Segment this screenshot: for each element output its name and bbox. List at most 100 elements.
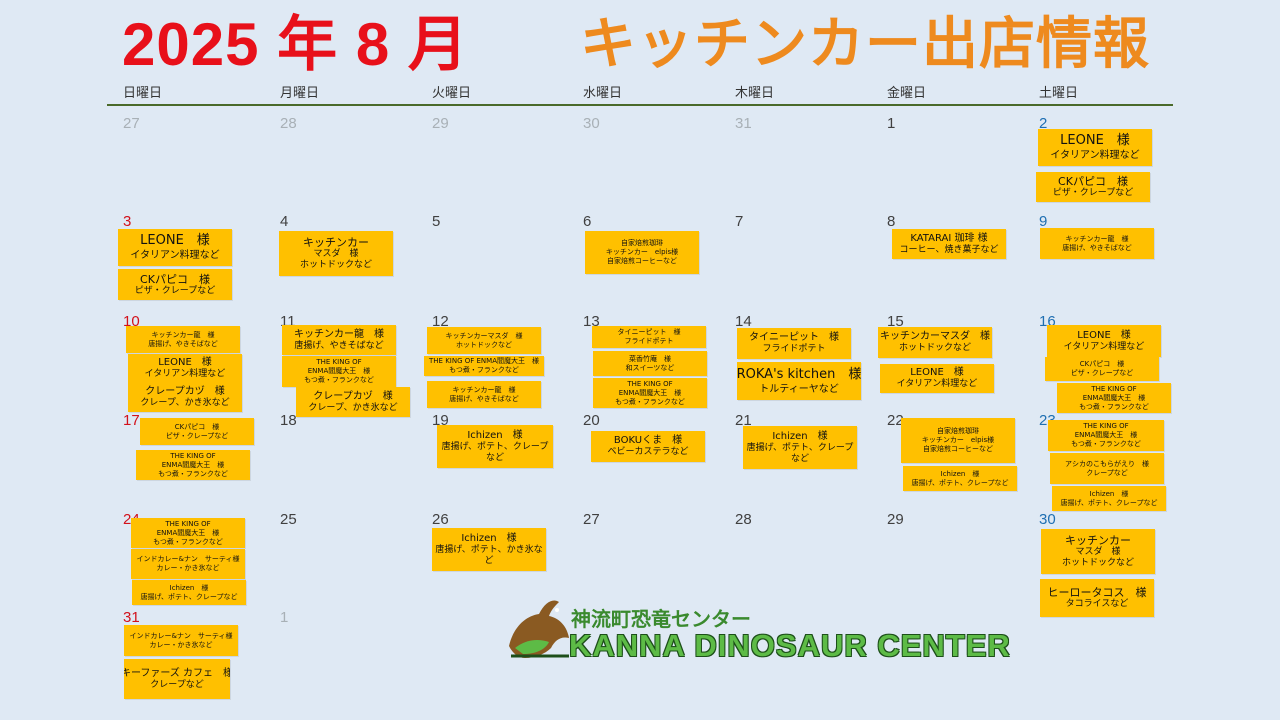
vendor-name: インドカレー&ナン サーティ様 [136, 555, 240, 563]
vendor-name: キッチンカーマスダ 様 [445, 331, 523, 340]
vendor-card: タイニーピット 様フライドポテト [592, 326, 706, 348]
vendor-name: Ichizen 様 [772, 430, 828, 442]
vendor-detail: ENMA閻魔大王 様 [161, 460, 225, 469]
vendor-card: Ichizen 様唐揚げ、ポテト、かき氷など [432, 528, 546, 571]
date-number: 12 [432, 313, 449, 330]
date-number: 8 [887, 213, 896, 230]
date-number: 29 [432, 115, 449, 132]
vendor-name: インドカレー&ナン サーティ様 [129, 631, 233, 640]
vendor-detail: ENMA閻魔大王 様 [307, 367, 371, 375]
vendor-name: LEONE 様 [1060, 133, 1130, 148]
vendor-detail: もつ煮・フランクなど [304, 376, 374, 384]
vendor-detail: フライドポテト [624, 337, 674, 345]
vendor-detail: クレープなど [150, 679, 204, 690]
vendor-card: キッチンカーマスダ 様ホットドックなど [1041, 529, 1155, 574]
vendor-name: THE KING OF [627, 379, 673, 388]
date-number: 17 [123, 412, 140, 429]
vendor-name: 自家焙煎珈琲 [937, 427, 979, 435]
vendor-name: THE KING OF [170, 451, 216, 460]
vendor-card: キッチンカーマスダ 様ホットドックなど [878, 327, 992, 358]
vendor-card: CKパピコ 様ピザ・クレープなど [140, 418, 254, 445]
vendor-name: THE KING OF [165, 519, 211, 528]
weekday-tue: 火曜日 [432, 86, 472, 101]
vendor-detail: もつ煮・フランクなど [1079, 402, 1149, 411]
vendor-detail: 唐揚げ、ポテト、クレープ [746, 442, 854, 453]
vendor-card: 菜香竹庵 様和スイーツなど [593, 351, 707, 376]
vendor-detail: ど [484, 555, 494, 566]
vendor-name: Ichizen 様 [461, 532, 517, 544]
vendor-detail: 唐揚げ、やきそばなど [294, 340, 384, 351]
vendor-name: CKパピコ 様 [1079, 360, 1125, 368]
date-number: 31 [735, 115, 752, 132]
vendor-detail: 唐揚げ、やきそばなど [148, 339, 218, 348]
weekday-fri: 金曜日 [887, 86, 927, 101]
date-number: 9 [1039, 213, 1048, 230]
vendor-name: CKパピコ 様 [140, 272, 210, 286]
date-number: 21 [735, 412, 752, 429]
vendor-detail: ピザ・クレープなど [1070, 369, 1134, 377]
date-number: 1 [280, 609, 289, 626]
weekday-thu: 木曜日 [735, 86, 775, 101]
vendor-detail: ホットドックなど [898, 343, 971, 353]
vendor-card: CKパピコ 様ピザ・クレープなど [1045, 357, 1159, 381]
vendor-detail: 自家焙煎コーヒーなど [923, 445, 993, 453]
vendor-name: キーファーズ カフェ 様 [124, 667, 230, 679]
vendor-detail: コーヒー、焼き菓子など [899, 244, 999, 255]
vendor-detail: ピザ・クレープなど [1052, 188, 1134, 198]
vendor-detail: 唐揚げ、やきそばなど [449, 394, 519, 403]
vendor-detail: クレープ、かき氷など [140, 398, 230, 408]
vendor-name: ヒーロータコス 様 [1047, 586, 1147, 599]
date-number: 28 [735, 511, 752, 528]
vendor-name: Ichizen 様 [1089, 489, 1129, 498]
vendor-detail: ホットドックなど [299, 260, 372, 270]
vendor-detail: マスダ 様 [1075, 547, 1121, 557]
vendor-card: CKパピコ 様ピザ・クレープなど [1036, 172, 1150, 202]
month-title: 2025 年 8 月 [122, 11, 469, 78]
vendor-detail: 唐揚げ、ポテト、クレープなど [911, 478, 1009, 487]
vendor-detail: 唐揚げ、ポテト、かき氷な [435, 544, 543, 555]
date-number: 1 [887, 115, 896, 132]
vendor-detail: イタリアン料理など [1063, 341, 1145, 352]
vendor-card: THE KING OF ENMA閻魔大王 様もつ煮・フランクなど [424, 356, 544, 376]
vendor-detail: ベビーカステラなど [607, 447, 689, 457]
date-number: 29 [887, 511, 904, 528]
vendor-detail: ENMA閻魔大王 様 [1074, 431, 1138, 439]
vendor-card: キーファーズ カフェ 様クレープなど [124, 659, 230, 699]
date-number: 6 [583, 213, 592, 230]
vendor-card: Ichizen 様唐揚げ、ポテト、クレープなど [437, 425, 553, 468]
vendor-card: キッチンカー龍 様唐揚げ、やきそばなど [1040, 228, 1154, 259]
date-number: 5 [432, 213, 441, 230]
vendor-card: BOKUくま 様ベビーカステラなど [591, 431, 705, 462]
vendor-card: クレープカヅ 様クレープ、かき氷など [128, 383, 242, 412]
vendor-name: LEONE 様 [1077, 329, 1131, 341]
vendor-card: KATARAI 珈琲 様コーヒー、焼き菓子など [892, 229, 1006, 259]
date-number: 31 [123, 609, 140, 626]
dinosaur-icon [509, 600, 569, 658]
vendor-detail: フライドポテト [762, 344, 826, 354]
date-number: 4 [280, 213, 289, 230]
vendor-card: キッチンカーマスダ 様ホットドックなど [427, 327, 541, 354]
vendor-name: THE KING OF [1083, 422, 1129, 430]
vendor-detail: イタリアン料理など [130, 250, 220, 261]
vendor-card: LEONE 様イタリアン料理など [880, 364, 994, 393]
vendor-name: アシカのこもらがえり 様 [1065, 459, 1149, 468]
vendor-detail: ホットドックなど [1061, 558, 1134, 568]
date-number: 15 [887, 313, 904, 330]
vendor-card: キッチンカー龍 様唐揚げ、やきそばなど [427, 381, 541, 408]
weekday-mon: 月曜日 [280, 86, 320, 101]
weekday-sat: 土曜日 [1039, 86, 1079, 101]
vendor-name: LEONE 様 [158, 357, 212, 368]
vendor-detail: もつ煮・フランクなど [1071, 440, 1141, 448]
vendor-card: 自家焙煎珈琲キッチンカー elpis様自家焙煎コーヒーなど [901, 418, 1015, 463]
date-number: 7 [735, 213, 744, 230]
vendor-detail: ピザ・クレープなど [165, 431, 229, 440]
vendor-detail: キッチンカー elpis様 [605, 248, 679, 256]
vendor-name: CKパピコ 様 [174, 422, 220, 431]
vendor-detail: もつ煮・フランクなど [449, 366, 519, 374]
date-number: 20 [583, 412, 600, 429]
vendor-detail: など [790, 453, 809, 464]
vendor-card: インドカレー&ナン サーティ様カレー・かき氷など [131, 549, 245, 579]
